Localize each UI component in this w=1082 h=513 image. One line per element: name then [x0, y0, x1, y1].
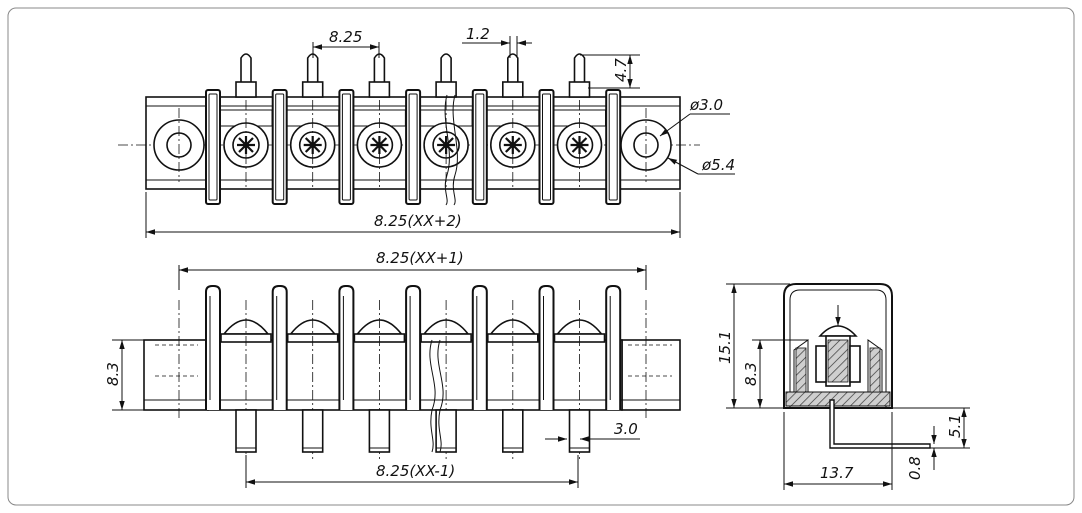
dim-side-pin-offset: 5.1 [946, 414, 964, 438]
dim-pin-width: 1.2 [466, 25, 490, 43]
break-line-front [429, 339, 436, 453]
dim-boss-diameter: ø5.4 [701, 156, 735, 174]
front-end-left [143, 339, 209, 411]
barrier-top [205, 89, 221, 205]
pin-top [568, 53, 591, 98]
barrier-top [538, 89, 555, 205]
pin-front [368, 409, 391, 453]
pin-top [301, 53, 324, 98]
dim-pin-span: 8.25(XX-1) [376, 462, 455, 480]
barrier-front [471, 285, 488, 410]
mount-hole-right [620, 108, 672, 182]
front-end-right [621, 339, 681, 411]
barrier-top [605, 89, 622, 205]
barrier-front [605, 285, 622, 410]
pin-top [435, 53, 457, 98]
mount-hole-left [153, 108, 205, 182]
terminal-screw-top [217, 100, 275, 190]
top-dimensions: 8.25 1.2 4.7 ø3.0 ø5.4 8.25(XX+2) [145, 25, 735, 238]
barrier-front [205, 285, 221, 410]
dim-side-width: 13.7 [820, 464, 854, 482]
front-dimensions: 8.25(XX+1) 8.3 3.0 8.25(XX-1) [104, 249, 647, 488]
dim-pin-diameter: 3.0 [614, 420, 638, 438]
dim-front-height: 8.3 [104, 362, 122, 386]
pin-front [235, 409, 257, 453]
barrier-front [271, 285, 288, 410]
front-view [143, 285, 681, 460]
barrier-front [405, 285, 422, 410]
barrier-top [405, 89, 422, 205]
dim-pin-length: 4.7 [612, 58, 630, 82]
barrier-top [471, 89, 488, 205]
dim-side-height: 15.1 [716, 331, 734, 364]
side-base-hatch [785, 391, 891, 407]
dim-top-overall: 8.25(XX+2) [374, 212, 462, 230]
dim-pitch: 8.25 [329, 28, 362, 46]
pin-front [501, 409, 524, 453]
side-screw [815, 305, 861, 387]
dim-pin-thickness: 0.8 [906, 456, 924, 480]
side-pin [829, 399, 931, 449]
terminal-front [420, 300, 472, 460]
dim-front-overall: 8.25(XX+1) [376, 249, 464, 267]
dim-side-height-inner: 8.3 [742, 362, 760, 386]
barrier-top [271, 89, 288, 205]
side-view [783, 283, 931, 449]
side-dimensions: 15.1 8.3 5.1 0.8 13.7 [716, 283, 970, 490]
break-line-top [444, 94, 450, 206]
pin-front [568, 409, 591, 453]
pin-front [301, 409, 324, 453]
pin-top [368, 53, 391, 98]
top-view [118, 53, 700, 206]
dim-hole-diameter: ø3.0 [689, 96, 723, 114]
barrier-top [338, 89, 355, 205]
pin-top [235, 53, 257, 98]
drawing-frame [7, 7, 1075, 506]
terminal-screw-top [284, 100, 342, 190]
barrier-front [338, 285, 355, 410]
terminal-screw-top [484, 100, 542, 190]
pin-top [501, 53, 524, 98]
barrier-front [538, 285, 555, 410]
